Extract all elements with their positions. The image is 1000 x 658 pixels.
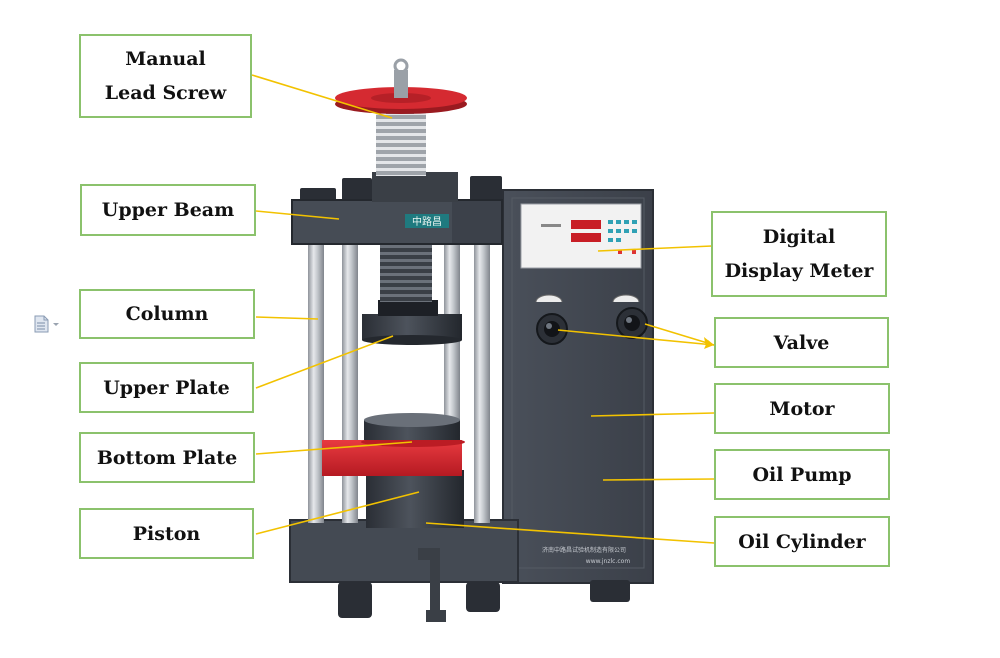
valve-left [535, 294, 568, 345]
brand-badge: 中路昌 [412, 215, 442, 228]
handwheel [335, 58, 467, 114]
digital-display-meter [520, 203, 642, 269]
label-oil-cylinder: Oil Cylinder [714, 516, 890, 567]
label-oil-pump: Oil Pump [714, 449, 890, 500]
label-upper-plate: Upper Plate [79, 362, 254, 413]
label-motor: Motor [714, 383, 890, 434]
label-valve-text: Valve [773, 331, 830, 354]
label-bottom-plate: Bottom Plate [79, 432, 255, 483]
upper-beam: 中路昌 [291, 176, 503, 245]
label-column: Column [79, 289, 255, 339]
label-upper-beam-text: Upper Beam [101, 199, 235, 221]
label-piston: Piston [79, 508, 254, 559]
oil-cylinder-body [366, 470, 464, 528]
base [289, 519, 519, 583]
label-column-text: Column [125, 303, 209, 325]
feet [338, 548, 630, 622]
label-manual-lead-screw-line2: Lead Screw [104, 82, 227, 104]
maker-text: 济南中路昌试验机制造有限公司 [542, 546, 626, 554]
label-upper-beam: Upper Beam [80, 184, 256, 236]
label-bottom-plate-text: Bottom Plate [96, 446, 238, 469]
bottom-plate [364, 413, 460, 440]
label-oil-pump-text: Oil Pump [752, 463, 852, 486]
label-manual-lead-screw: Manual Lead Screw [79, 34, 252, 118]
lower-screw [380, 244, 432, 302]
label-upper-plate-text: Upper Plate [103, 376, 230, 399]
red-band [322, 437, 465, 476]
label-motor-text: Motor [769, 397, 835, 420]
label-oil-cylinder-text: Oil Cylinder [738, 530, 866, 553]
label-valve: Valve [714, 317, 889, 368]
document-icon[interactable] [33, 315, 61, 333]
label-manual-lead-screw-line1: Manual [125, 48, 206, 70]
label-digital-display-meter-line1: Digital [762, 226, 836, 248]
website-text: www.jnzlc.com [586, 558, 631, 565]
label-digital-display-meter-line2: Display Meter [724, 260, 874, 282]
label-digital-display-meter: Digital Display Meter [711, 211, 887, 297]
label-piston-text: Piston [132, 522, 201, 545]
